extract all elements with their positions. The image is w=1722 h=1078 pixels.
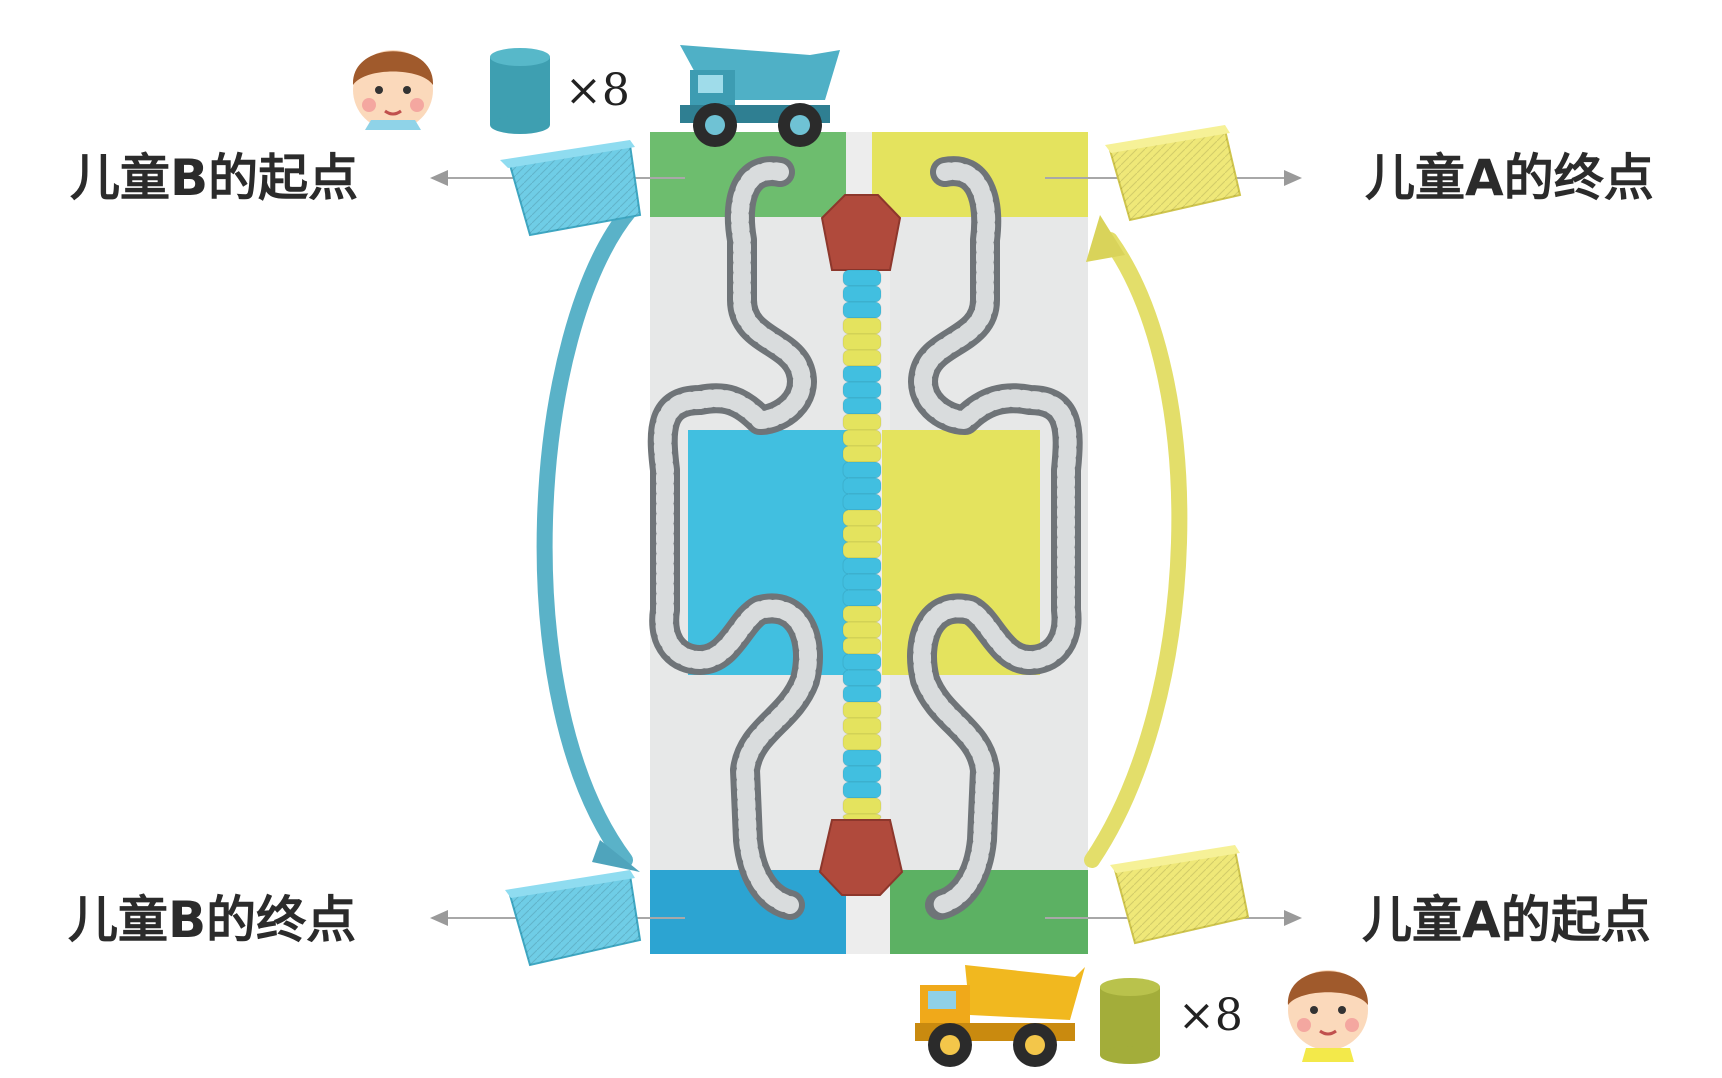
bridge-stripes — [842, 269, 882, 821]
train-tracks — [647, 156, 1083, 920]
bridge-bottom-cap — [818, 819, 904, 896]
bridge-stripe — [842, 573, 882, 591]
basket-a-end — [1105, 125, 1242, 222]
bridge-stripe — [842, 733, 882, 751]
label-a-end: 儿童A的终点 — [1365, 149, 1654, 207]
b-carry-arrow — [536, 202, 638, 868]
bridge-stripe — [842, 605, 882, 623]
basket-b-start — [500, 140, 642, 237]
central-bridge — [818, 194, 904, 896]
yellow-territory — [882, 430, 1040, 675]
bridge-stripe — [842, 525, 882, 543]
bridge-stripe — [842, 557, 882, 575]
label-a-start: 儿童A的起点 — [1362, 891, 1651, 949]
bridge-stripe — [842, 301, 882, 319]
bridge-stripe — [842, 365, 882, 383]
truck-a — [915, 965, 1085, 1067]
bridge-stripe — [842, 429, 882, 447]
count-top: ×8 — [565, 65, 630, 116]
bridge-stripe — [842, 413, 882, 431]
bridge-stripe — [842, 493, 882, 511]
bridge-stripe — [842, 333, 882, 351]
left-track-ties — [653, 162, 817, 914]
bridge-stripe — [842, 397, 882, 415]
bridge-stripe — [842, 685, 882, 703]
bridge-stripe — [842, 781, 882, 799]
bridge-stripe — [842, 317, 882, 335]
a-carry-arrow-head — [1086, 215, 1125, 262]
bridge-stripe — [842, 701, 882, 719]
bridge-stripe — [842, 477, 882, 495]
basket-a-start — [1110, 845, 1250, 945]
bridge-stripe — [842, 669, 882, 687]
a-carry-arrow — [1084, 232, 1188, 868]
child-a-avatar — [1287, 970, 1369, 1062]
bridge-stripe — [842, 717, 882, 735]
blue-territory — [688, 430, 848, 675]
b-carry-arrow-head — [592, 840, 640, 872]
bridge-stripe — [842, 509, 882, 527]
block-a — [1100, 978, 1160, 1064]
bridge-stripe — [842, 349, 882, 367]
bridge-stripe — [842, 765, 882, 783]
bridge-stripe — [842, 637, 882, 655]
bridge-stripe — [842, 541, 882, 559]
bridge-top-cap — [820, 194, 902, 271]
label-b-end: 儿童B的终点 — [68, 891, 356, 949]
basket-b-end — [505, 870, 642, 967]
bridge-stripe — [842, 589, 882, 607]
bridge-stripe — [842, 797, 882, 815]
bridge-stripe — [842, 269, 882, 287]
a-start-zone — [890, 870, 1088, 954]
bridge-stripe — [842, 285, 882, 303]
label-b-start: 儿童B的起点 — [70, 149, 358, 207]
truck-b — [680, 45, 840, 147]
bridge-stripe — [842, 749, 882, 767]
bridge-stripe — [842, 621, 882, 639]
right-track-ties — [913, 162, 1077, 914]
bridge-stripe — [842, 381, 882, 399]
child-b-avatar — [352, 50, 434, 130]
block-b — [490, 48, 550, 134]
bridge-stripe — [842, 653, 882, 671]
bridge-stripe — [842, 461, 882, 479]
count-bottom: ×8 — [1178, 990, 1243, 1041]
bridge-stripe — [842, 445, 882, 463]
